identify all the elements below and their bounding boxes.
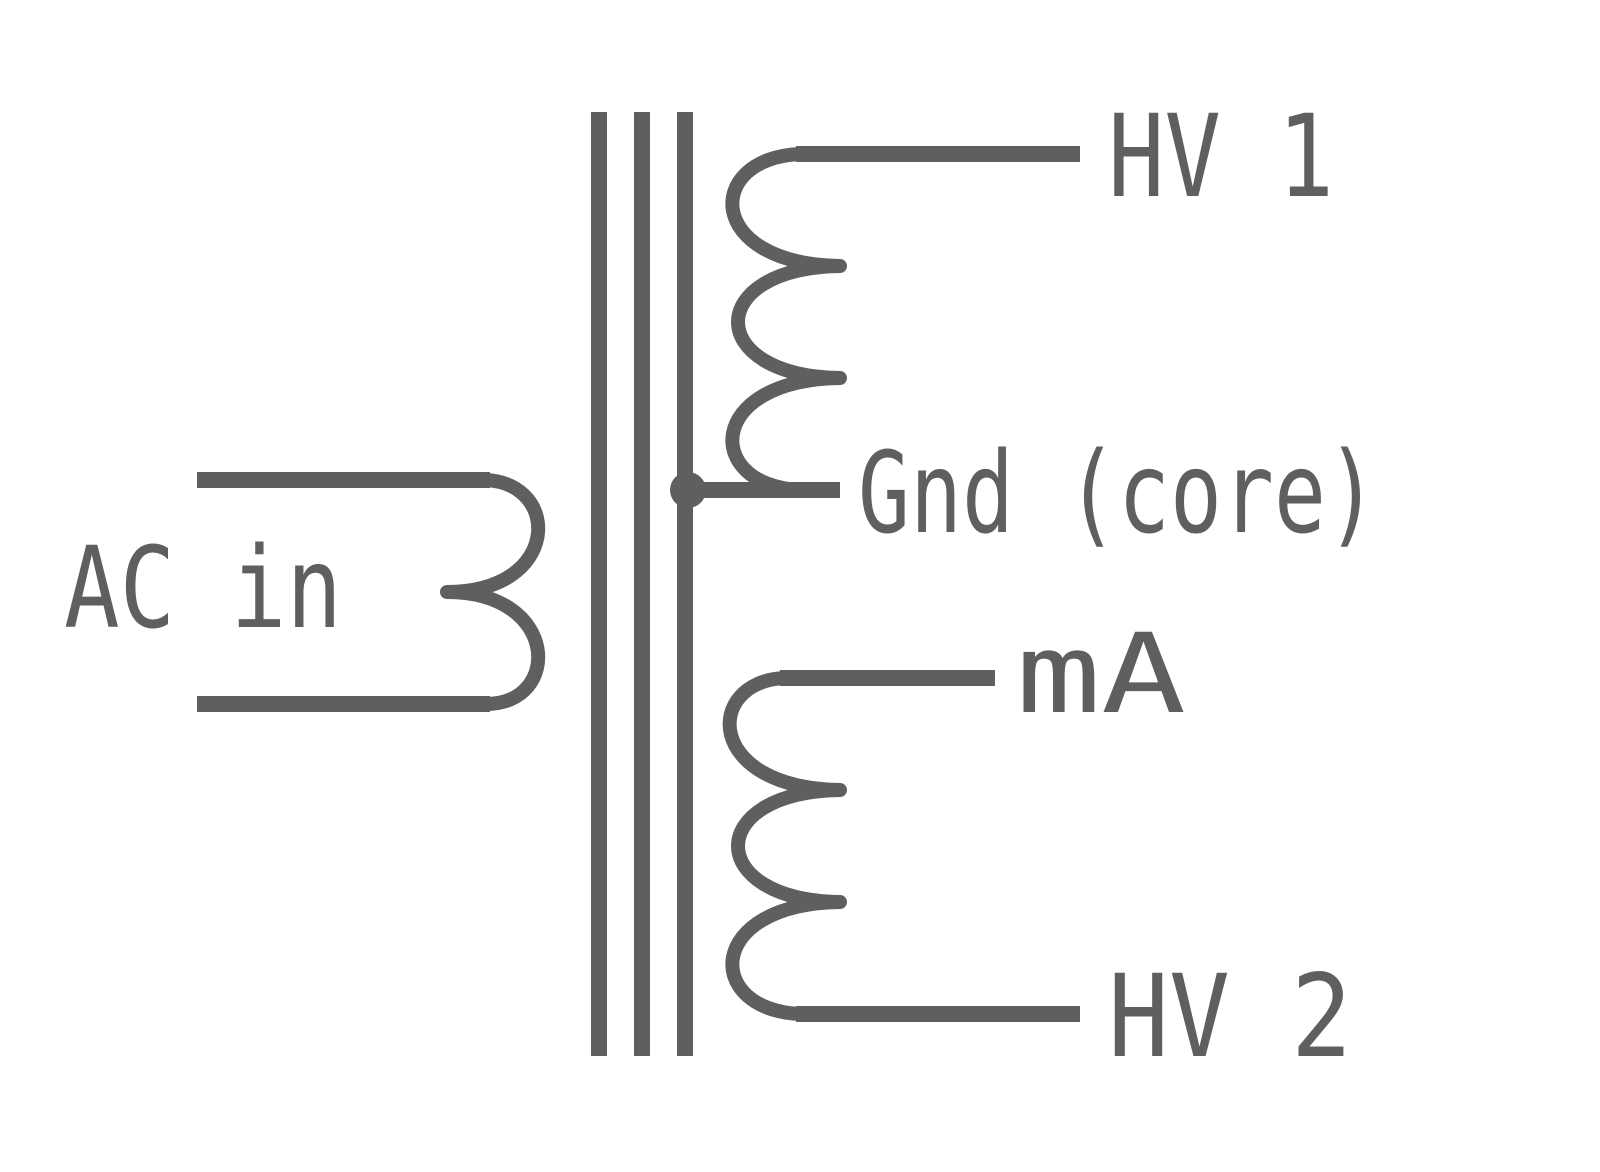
- ground-junction-dot: [670, 472, 706, 508]
- lower-secondary-coil: [722, 671, 847, 1021]
- label-ac-in: AC in: [64, 524, 342, 654]
- label-ma: mA: [1016, 610, 1186, 738]
- schematic-labels: AC in HV 1 Gnd (core) mA HV 2: [64, 90, 1378, 1083]
- upper-secondary-coil: [725, 147, 847, 497]
- schematic-lines: [197, 112, 1080, 1056]
- label-hv1: HV 1: [1108, 90, 1334, 223]
- primary-coil: [440, 473, 546, 711]
- label-hv2: HV 2: [1108, 950, 1352, 1083]
- label-gnd-core: Gnd (core): [858, 429, 1378, 559]
